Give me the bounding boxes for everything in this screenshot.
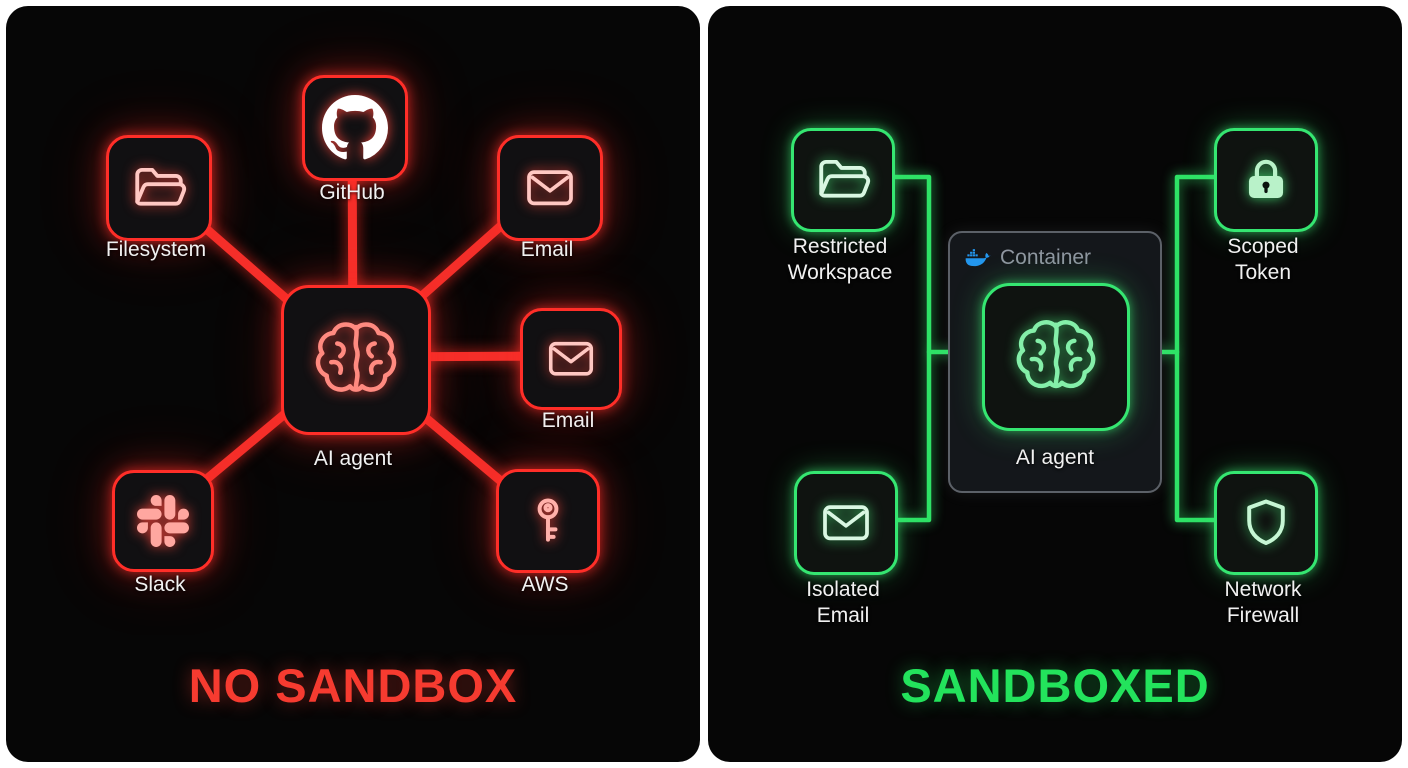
filesystem-node xyxy=(106,135,212,241)
email-right-label: Email xyxy=(541,409,595,432)
brain-icon xyxy=(308,312,404,408)
ai-agent-label-sandboxed: AI agent xyxy=(1015,446,1095,469)
key-icon xyxy=(520,493,576,549)
docker-icon xyxy=(965,248,992,269)
lock-icon xyxy=(1238,152,1294,208)
aws-label: AWS xyxy=(521,573,569,596)
github-node xyxy=(302,75,408,181)
slack-label: Slack xyxy=(134,573,186,596)
folder-icon xyxy=(130,159,188,217)
shield-icon xyxy=(1238,495,1294,551)
isolated-email-node xyxy=(794,471,898,575)
slack-node xyxy=(112,470,214,572)
brain-icon xyxy=(1009,310,1103,404)
github-label: GitHub xyxy=(319,181,385,204)
no-sandbox-title: NO SANDBOX xyxy=(188,659,518,712)
network-firewall-node xyxy=(1214,471,1318,575)
scoped-token-label: Scoped Token xyxy=(1227,235,1299,284)
envelope-icon xyxy=(522,160,578,216)
ai-agent-node-sandboxed xyxy=(982,283,1130,431)
folder-icon xyxy=(814,151,872,209)
email-top-node xyxy=(497,135,603,241)
container-header: Container xyxy=(965,246,1091,270)
email-right-node xyxy=(520,308,622,410)
github-icon xyxy=(322,95,388,161)
restricted-workspace-label: Restricted Workspace xyxy=(787,235,893,284)
isolated-email-label: Isolated Email xyxy=(806,578,880,627)
ai-agent-label: AI agent xyxy=(313,447,393,470)
envelope-icon xyxy=(818,495,874,551)
network-firewall-label: Network Firewall xyxy=(1224,578,1302,627)
sandboxed-title: SANDBOXED xyxy=(900,659,1210,712)
email-top-label: Email xyxy=(520,238,574,261)
restricted-workspace-node xyxy=(791,128,895,232)
container-box: Container AI agent xyxy=(948,231,1162,493)
envelope-icon xyxy=(544,332,598,386)
filesystem-label: Filesystem xyxy=(105,238,207,261)
container-label: Container xyxy=(1000,246,1092,269)
slack-icon xyxy=(137,495,189,547)
scoped-token-node xyxy=(1214,128,1318,232)
ai-agent-node xyxy=(281,285,431,435)
aws-node xyxy=(496,469,600,573)
